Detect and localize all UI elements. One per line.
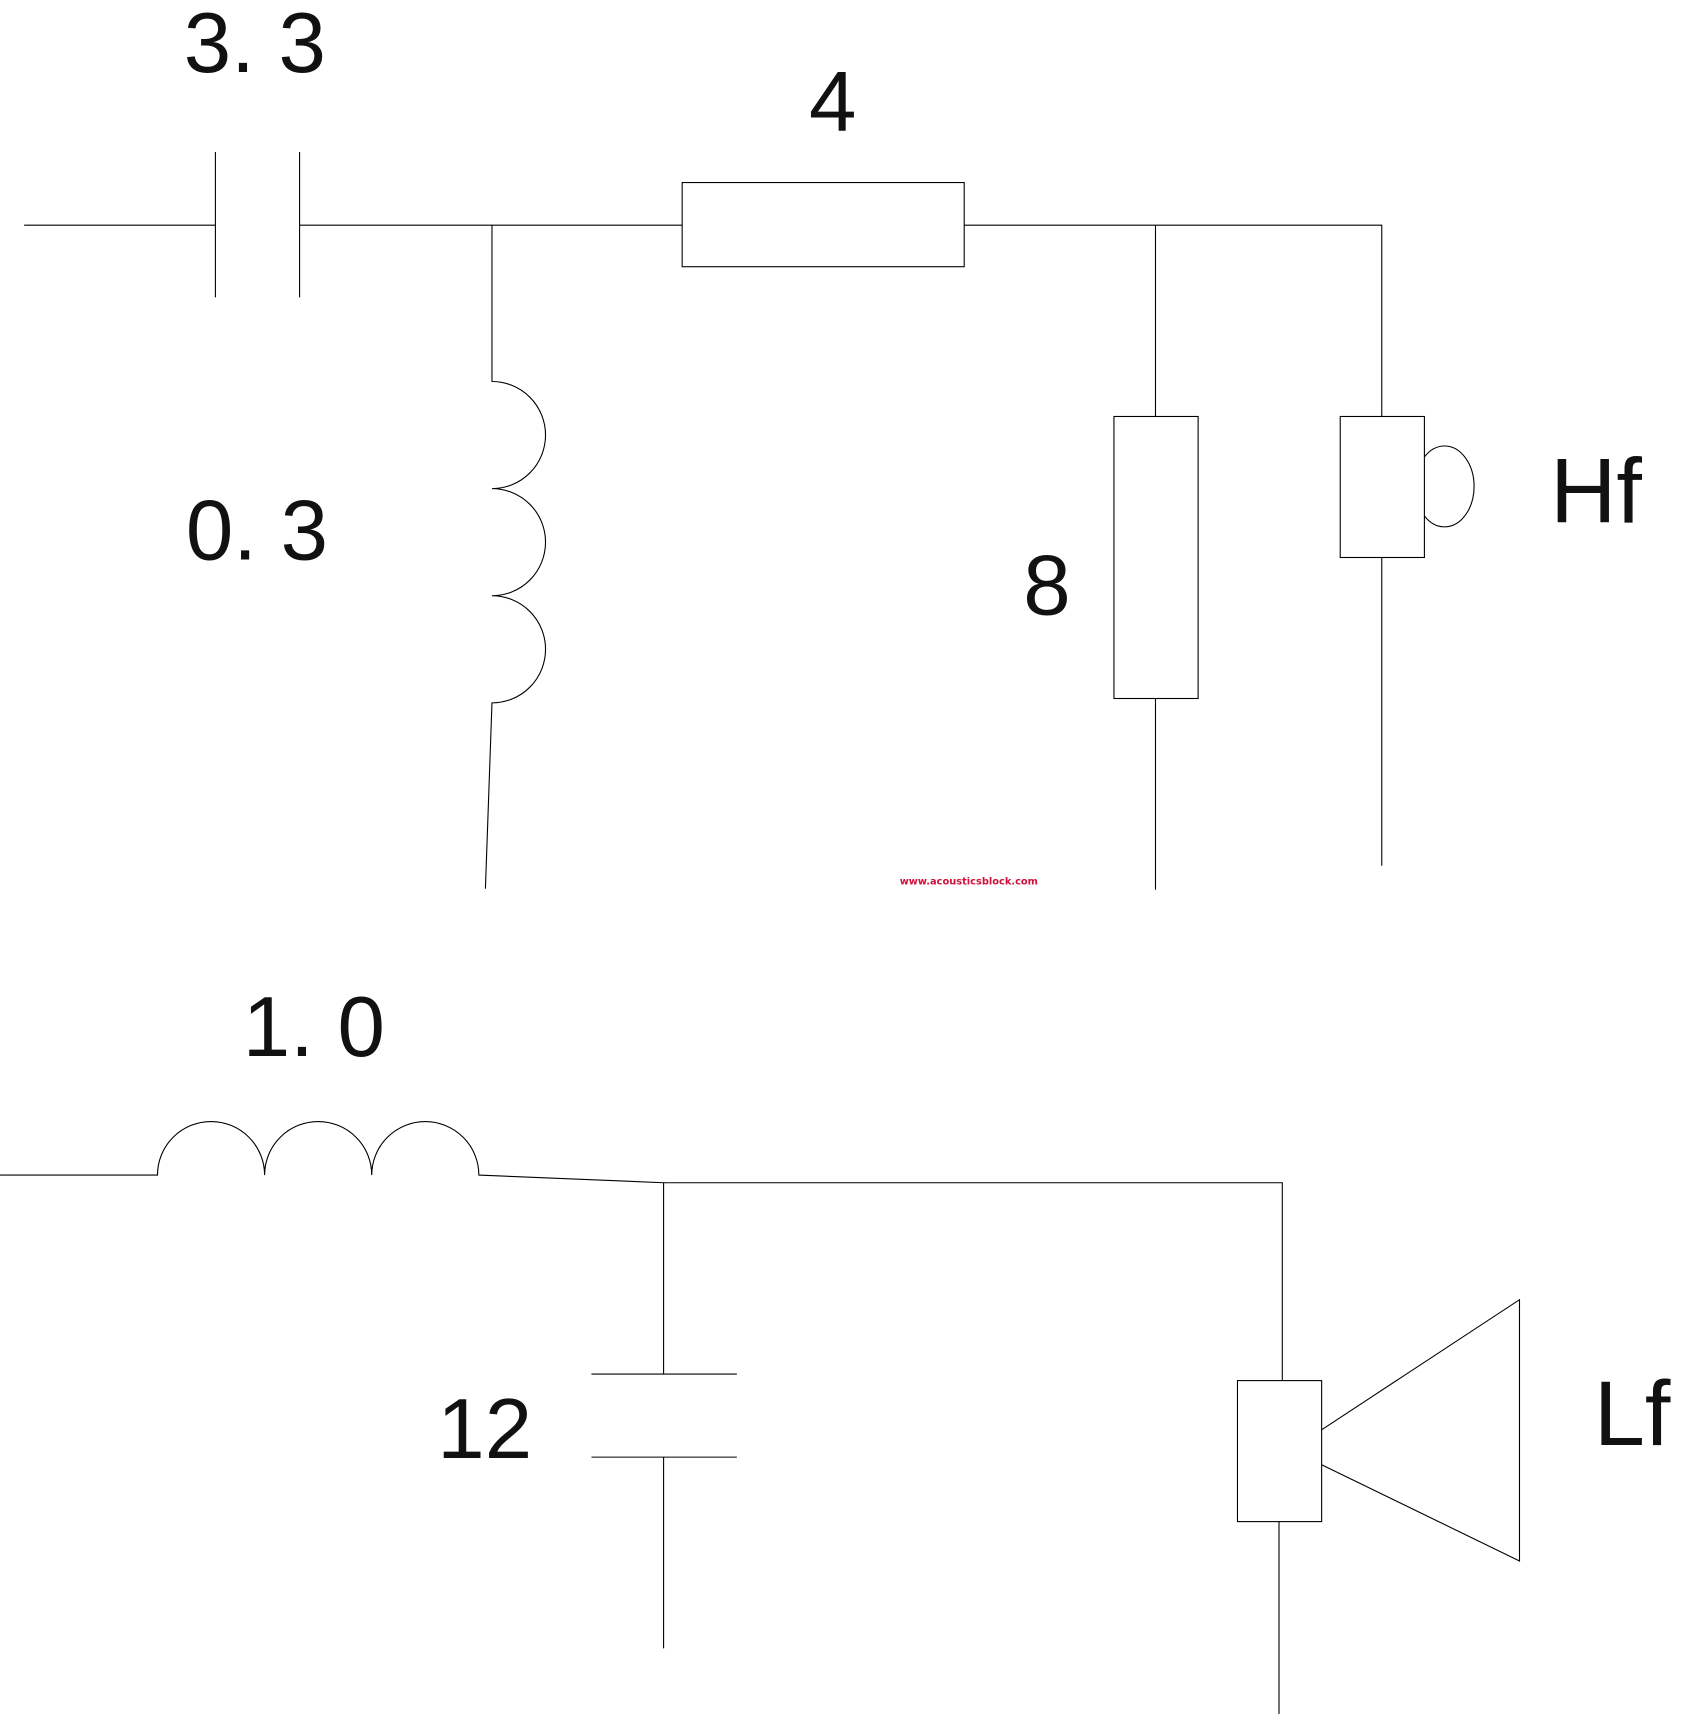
top-wire (24, 224, 1383, 417)
inductor-label: 0. 3 (186, 484, 328, 579)
high-pass-circuit: 3. 3 4 0. 3 8 Hf (24, 0, 1642, 890)
woofer-symbol (1236, 1298, 1521, 1714)
inductor-0-3 (484, 225, 547, 889)
capacitor-12 (591, 1182, 737, 1649)
resistor-8 (1113, 225, 1199, 890)
hf-label: Hf (1550, 441, 1642, 543)
capacitor-label: 3. 3 (184, 0, 326, 91)
resistor-series-label: 4 (809, 55, 856, 150)
lf-label: Lf (1594, 1363, 1671, 1465)
watermark: www.acousticsblock.com (900, 876, 1038, 887)
resistor-shunt-label: 8 (1023, 538, 1070, 633)
tweeter-symbol (1339, 415, 1475, 866)
resistor-4 (681, 182, 965, 268)
inductor-label: 1. 0 (243, 980, 385, 1075)
inductor-1-0 (0, 1120, 1283, 1381)
low-pass-circuit: 1. 0 12 Lf (0, 980, 1671, 1714)
capacitor-label: 12 (437, 1382, 532, 1477)
capacitor-3-3 (214, 151, 301, 298)
